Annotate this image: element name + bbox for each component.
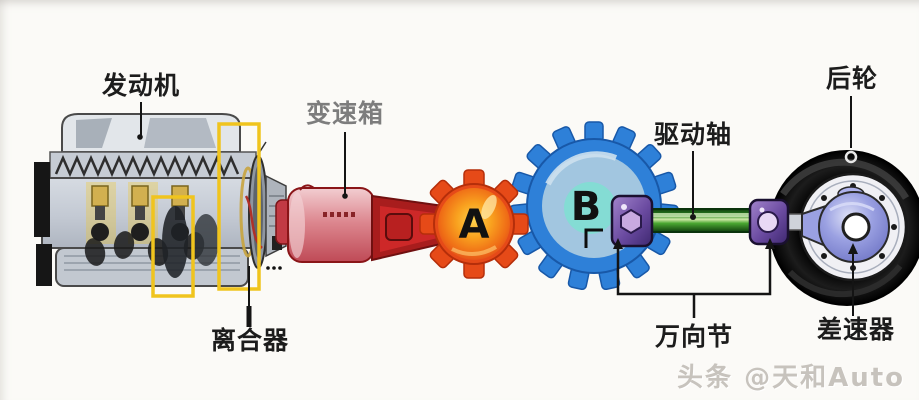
gearbox-end-highlight [289,192,305,258]
tire-highlight-bottom [787,264,903,298]
gear-a-glint [481,194,497,220]
universal-joint-right [748,198,790,246]
gearbox-tail-plate [385,213,413,241]
drive-shaft-graphic [584,194,790,248]
gear-b-glint [545,151,618,186]
gear-b-hub [564,182,616,234]
drive-shaft-highlight [622,213,780,217]
universal-joint-label: 万向节 [654,322,734,351]
uj-arrowhead-right [765,238,775,249]
rear-wheel-label: 后轮 [825,64,879,93]
clutch-label: 离合器 [210,326,290,355]
rear-wheel-graphic [769,150,919,306]
differential-label: 差速器 [816,315,896,344]
clutch-highlight-box [217,122,261,291]
engine-rear-disc [193,214,219,266]
tire-highlight-top [780,158,910,200]
gear-a-graphic: A [419,169,529,279]
uj-arrowhead-left [613,238,623,249]
engine-rocker-arms [54,154,240,178]
differential-glint [829,202,875,212]
leader-lines [137,96,858,327]
timing-gear-disc [162,206,188,278]
differential-center [841,212,871,242]
gearbox-leader-dot [342,193,348,199]
gear-b-pointer [584,228,603,248]
gear-b-letter: B [571,184,602,230]
gearbox-markings [323,212,355,217]
gearbox-handle [299,184,315,191]
clutch-leader-thick [246,306,252,327]
gear-a-bottom-glint [451,245,498,256]
gearbox-label: 变速箱 [305,99,385,128]
watermark-text: 头条 @天和Auto [677,363,905,393]
engine-cover-shading-left [76,118,112,148]
gear-a-letter: A [459,202,490,248]
drive-shaft-label: 驱动轴 [653,120,733,149]
engine-leader-dot [137,134,143,140]
universal-joint-left [610,194,654,248]
engine-cover-shading-right [144,118,216,148]
flywheel-highlight-box [151,195,195,298]
wheel-marker-ring [844,150,858,164]
differential-graphic [785,186,890,263]
drive-shaft-leader-dot [690,214,696,220]
engine-label: 发动机 [101,71,181,100]
engine-mount-lower [36,244,52,286]
differential-arrowhead [848,243,858,254]
engine-graphic [34,113,287,298]
engine-mount-left [34,162,50,237]
